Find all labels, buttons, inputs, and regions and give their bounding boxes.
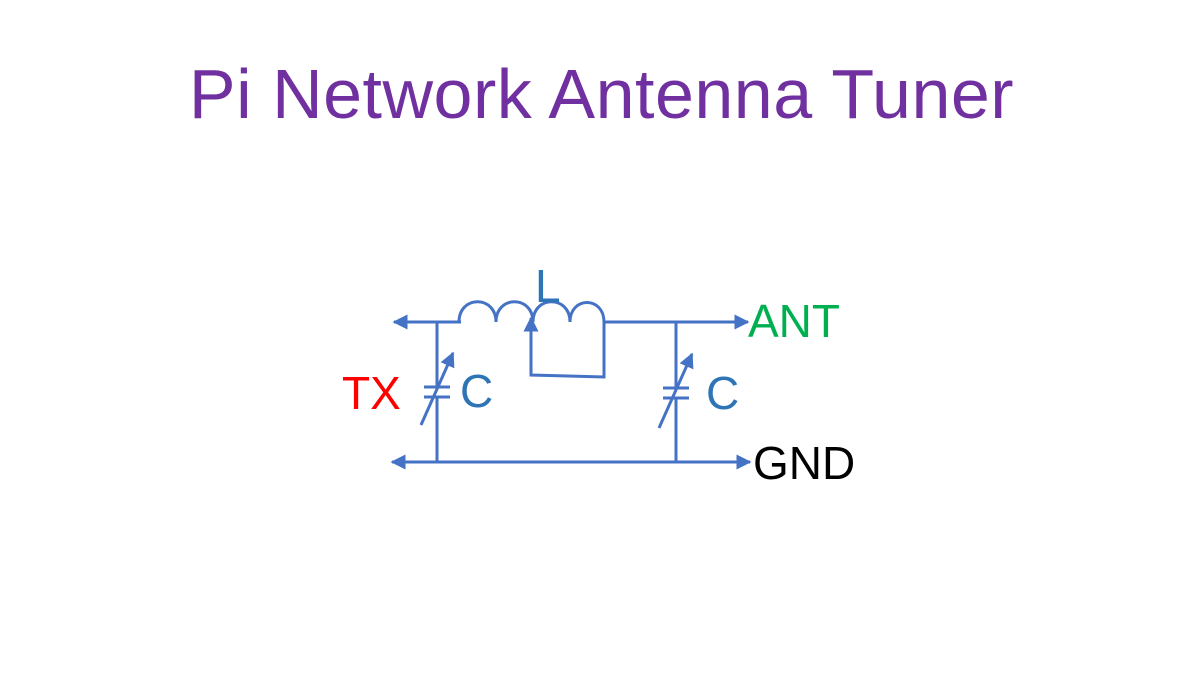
output-variable-capacitor — [657, 322, 694, 462]
input-variable-capacitor — [419, 322, 455, 462]
output-capacitor-label: C — [706, 367, 739, 419]
inductor-tap — [523, 316, 606, 379]
inductor-label: L — [535, 260, 561, 312]
page-title: Pi Network Antenna Tuner — [188, 55, 1015, 133]
transmitter-label: TX — [342, 367, 401, 419]
ground-label: GND — [753, 437, 855, 489]
input-capacitor-label: C — [460, 365, 493, 417]
antenna-label: ANT — [748, 295, 840, 347]
